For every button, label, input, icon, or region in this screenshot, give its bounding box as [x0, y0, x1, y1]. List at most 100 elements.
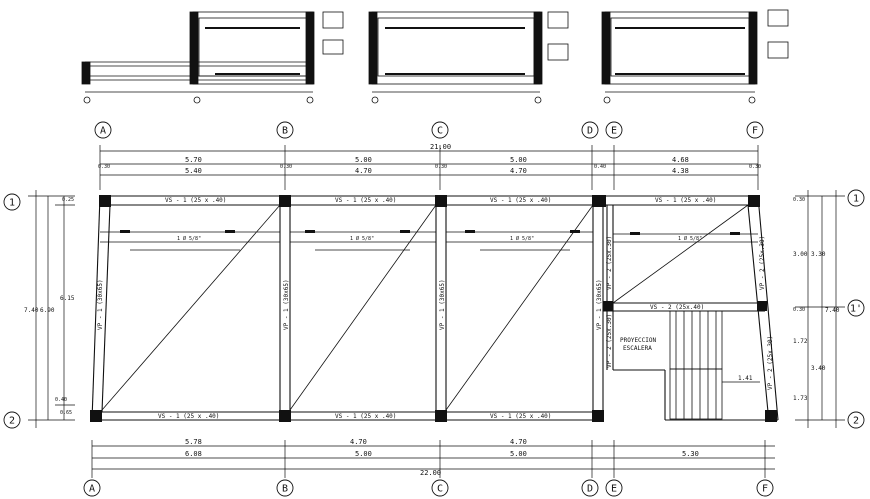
- bottom-clear-span-3: 4.70: [510, 438, 527, 446]
- top-total-dim: 21.00: [430, 143, 451, 151]
- grid-bubble-left-1: 1: [3, 193, 21, 211]
- left-small-b2-dim: 0.65: [60, 410, 72, 416]
- right-top-dim: 0.30: [793, 197, 805, 203]
- vs-bottom-label-1: VS - 1 (25 x .40): [158, 413, 219, 420]
- grid-row-bubbles-left: 12: [3, 193, 21, 429]
- top-dimension-lines: [99, 145, 759, 190]
- vp-label-1: VP - 1 (30x65): [97, 279, 104, 330]
- vs-mid-label: VS - 2 (25x.40): [650, 304, 704, 311]
- rebar-tag-1: 1 Ø 5/8": [177, 235, 201, 242]
- rebar-ticks: [120, 230, 740, 235]
- top-axis-span-1: 5.70: [185, 156, 202, 164]
- grid-bubble-bottom-3-label: C: [437, 484, 443, 495]
- bottom-dimension-lines: [91, 440, 775, 478]
- vp-label-2: VP - 1 (30x65): [283, 279, 290, 330]
- grid-row-bubbles-right: 1 1' 2: [847, 189, 865, 429]
- right-mid-b-dim: 1.72: [793, 338, 808, 345]
- vp2-label-4: VP - 2 (25x.30): [767, 336, 774, 390]
- bottom-clear-span-1: 5.78: [185, 438, 202, 446]
- top-clear-span-2: 4.70: [355, 167, 372, 175]
- grid-bubble-top-1-label: A: [100, 126, 106, 137]
- stair-label-line2: ESCALERA: [623, 345, 652, 352]
- beam-elevation-middle: [368, 11, 569, 104]
- top-col-width-2: 0.30: [280, 164, 292, 170]
- stair-treads: [669, 310, 760, 420]
- top-col-width-5: 0.30: [749, 164, 761, 170]
- vp2-label-1: VP - 2 (25x.30): [606, 236, 613, 290]
- vp-label-3: VP - 1 (30x65): [439, 279, 446, 330]
- grid-bubble-left-1-label: 1: [9, 198, 15, 209]
- beam-outlines: [91, 195, 779, 421]
- left-dimension-lines: [28, 190, 75, 428]
- grid-bubble-right-1: 1: [847, 189, 865, 207]
- rebar-tag-4: 1 Ø 5/8": [678, 235, 702, 242]
- left-inner-dim: 6.15: [60, 295, 75, 302]
- bottom-axis-span-3: 5.00: [510, 450, 527, 458]
- top-col-width-1: 0.30: [98, 164, 110, 170]
- rebar-tag-3: 1 Ø 5/8": [510, 235, 534, 242]
- top-clear-span-3: 4.70: [510, 167, 527, 175]
- grid-axis-bubbles-bottom: A B C D E F: [83, 479, 774, 497]
- top-axis-span-2: 5.00: [355, 156, 372, 164]
- vs-top-label-4: VS - 1 (25 x .40): [655, 197, 716, 204]
- right-bottom-dim: 1.73: [793, 395, 808, 402]
- grid-bubble-top-4-label: D: [587, 126, 593, 137]
- right-upper-a-dim: 3.00: [793, 251, 808, 258]
- top-axis-span-3: 5.00: [510, 156, 527, 164]
- right-lower-b-dim: 3.40: [811, 365, 826, 372]
- grid-bubble-top-2-label: B: [282, 126, 288, 137]
- bottom-axis-span-1: 6.08: [185, 450, 202, 458]
- grid-bubble-top-4: D: [581, 121, 599, 139]
- vs-top-label-3: VS - 1 (25 x .40): [490, 197, 551, 204]
- grid-bubble-top-6: F: [746, 121, 764, 139]
- beam-elevation-left: [81, 11, 344, 104]
- grid-bubble-bottom-4: D: [581, 479, 599, 497]
- grid-bubble-left-2: 2: [3, 411, 21, 429]
- slab-diagonals: [101, 204, 749, 411]
- columns: [90, 195, 777, 422]
- grid-bubble-right-1-label: 1: [853, 194, 859, 205]
- grid-bubble-top-3-label: C: [437, 126, 443, 137]
- grid-bubble-top-6-label: F: [752, 126, 758, 137]
- grid-bubble-right-1prime-label: 1': [850, 304, 862, 315]
- vs-bottom-label-3: VS - 1 (25 x .40): [490, 413, 551, 420]
- vp2-label-2: VP - 2 (25x.30): [606, 314, 613, 368]
- stair-label-line1: PROYECCION: [620, 337, 657, 344]
- left-outer-dim: 7.40: [24, 307, 39, 314]
- top-clear-span-1: 5.40: [185, 167, 202, 175]
- right-upper-b-dim: 3.30: [811, 251, 826, 258]
- grid-bubble-bottom-2-label: B: [282, 484, 288, 495]
- top-col-width-3: 0.30: [435, 164, 447, 170]
- bottom-clear-span-2: 4.70: [350, 438, 367, 446]
- bottom-axis-span-2: 5.00: [355, 450, 372, 458]
- grid-bubble-right-2-label: 2: [853, 416, 859, 427]
- grid-bubble-top-3: C: [431, 121, 449, 139]
- grid-bubble-top-2: B: [276, 121, 294, 139]
- grid-bubble-bottom-1: A: [83, 479, 101, 497]
- right-outer-dim: 7.40: [825, 307, 840, 314]
- grid-bubble-bottom-5: E: [605, 479, 623, 497]
- right-dimension-lines: [795, 190, 845, 428]
- vp2-label-3: VP - 2 (25x.30): [759, 236, 766, 290]
- left-small-top-dim: 0.25: [62, 197, 74, 203]
- vp-label-4: VP - 1 (30x65): [596, 279, 603, 330]
- grid-bubble-right-1prime: 1': [847, 299, 865, 317]
- grid-bubble-bottom-1-label: A: [89, 484, 95, 495]
- left-middle-dim: 6.90: [40, 307, 55, 314]
- grid-bubble-bottom-4-label: D: [587, 484, 593, 495]
- grid-axis-bubbles-top: A B C D E F: [94, 121, 764, 139]
- top-clear-span-4: 4.38: [672, 167, 689, 175]
- rebar-tag-2: 1 Ø 5/8": [350, 235, 374, 242]
- left-small-b1-dim: 0.40: [55, 397, 67, 403]
- right-mid-a-dim: 0.30: [793, 307, 805, 313]
- stair-dim: 1.41: [738, 375, 753, 382]
- grid-bubble-top-5-label: E: [611, 126, 617, 137]
- grid-bubble-bottom-5-label: E: [611, 484, 617, 495]
- vs-top-label-1: VS - 1 (25 x .40): [165, 197, 226, 204]
- bottom-axis-span-4: 5.30: [682, 450, 699, 458]
- top-col-width-4: 0.40: [594, 164, 606, 170]
- grid-bubble-top-1: A: [94, 121, 112, 139]
- grid-bubble-top-5: E: [605, 121, 623, 139]
- grid-bubble-bottom-6-label: F: [762, 484, 768, 495]
